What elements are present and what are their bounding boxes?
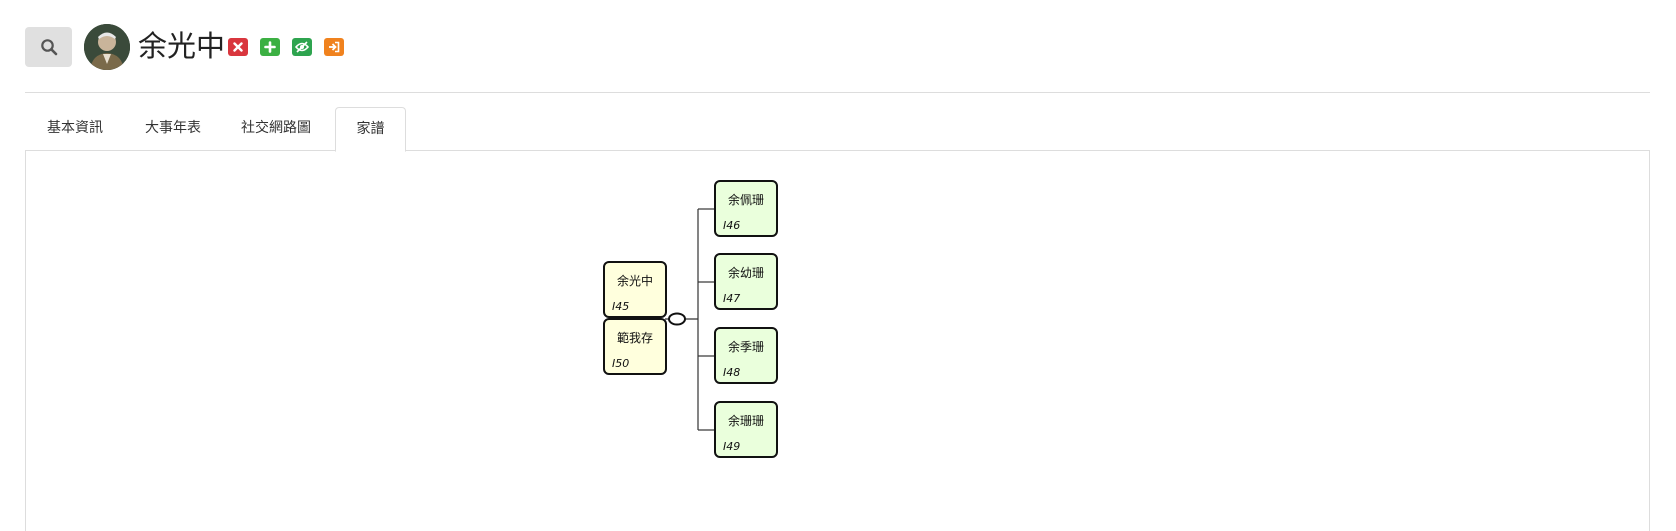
node-name: 余佩珊 <box>727 193 764 207</box>
tree-node-child[interactable]: 余季珊 I48 <box>714 327 778 384</box>
marriage-connector <box>668 312 686 326</box>
node-id: I47 <box>723 292 741 305</box>
x-icon <box>233 42 243 52</box>
header-divider <box>25 92 1650 93</box>
tab-timeline[interactable]: 大事年表 <box>145 120 201 136</box>
search-icon <box>40 39 57 56</box>
tree-node-mother[interactable]: 範我存 I50 <box>603 318 667 375</box>
tab-bar: 基本資訊 大事年表 社交網路圖 家譜 <box>25 107 1650 152</box>
page-header: 余光中 <box>0 0 1676 92</box>
node-id: I50 <box>612 357 630 370</box>
node-name: 余光中 <box>616 274 653 288</box>
delete-button[interactable] <box>228 38 248 56</box>
eye-slash-icon <box>295 41 309 53</box>
node-id: I46 <box>723 219 741 232</box>
node-name: 範我存 <box>616 331 653 345</box>
node-id: I49 <box>723 440 741 453</box>
family-tree-panel: 余光中 I45 範我存 I50 余佩珊 I46 余幼珊 I47 余季珊 I48 … <box>25 150 1650 531</box>
tab-social-network[interactable]: 社交網路圖 <box>241 120 311 136</box>
avatar <box>84 24 130 70</box>
node-id: I48 <box>723 366 741 379</box>
search-button[interactable] <box>25 27 72 67</box>
login-button[interactable] <box>324 38 344 56</box>
add-button[interactable] <box>260 38 280 56</box>
tree-node-child[interactable]: 余幼珊 I47 <box>714 253 778 310</box>
node-name: 余珊珊 <box>727 414 764 428</box>
tree-node-child[interactable]: 余珊珊 I49 <box>714 401 778 458</box>
node-name: 余幼珊 <box>727 266 764 280</box>
tree-connectors <box>665 208 714 431</box>
hide-button[interactable] <box>292 38 312 56</box>
person-name: 余光中 <box>138 29 226 63</box>
tree-node-father[interactable]: 余光中 I45 <box>603 261 667 318</box>
portrait-image <box>84 24 130 70</box>
sign-in-icon <box>329 41 340 53</box>
node-name: 余季珊 <box>727 340 764 354</box>
plus-icon <box>264 41 276 53</box>
tab-basic-info[interactable]: 基本資訊 <box>47 120 103 136</box>
node-id: I45 <box>612 300 630 313</box>
tree-node-child[interactable]: 余佩珊 I46 <box>714 180 778 237</box>
tab-family-tree[interactable]: 家譜 <box>335 107 406 152</box>
